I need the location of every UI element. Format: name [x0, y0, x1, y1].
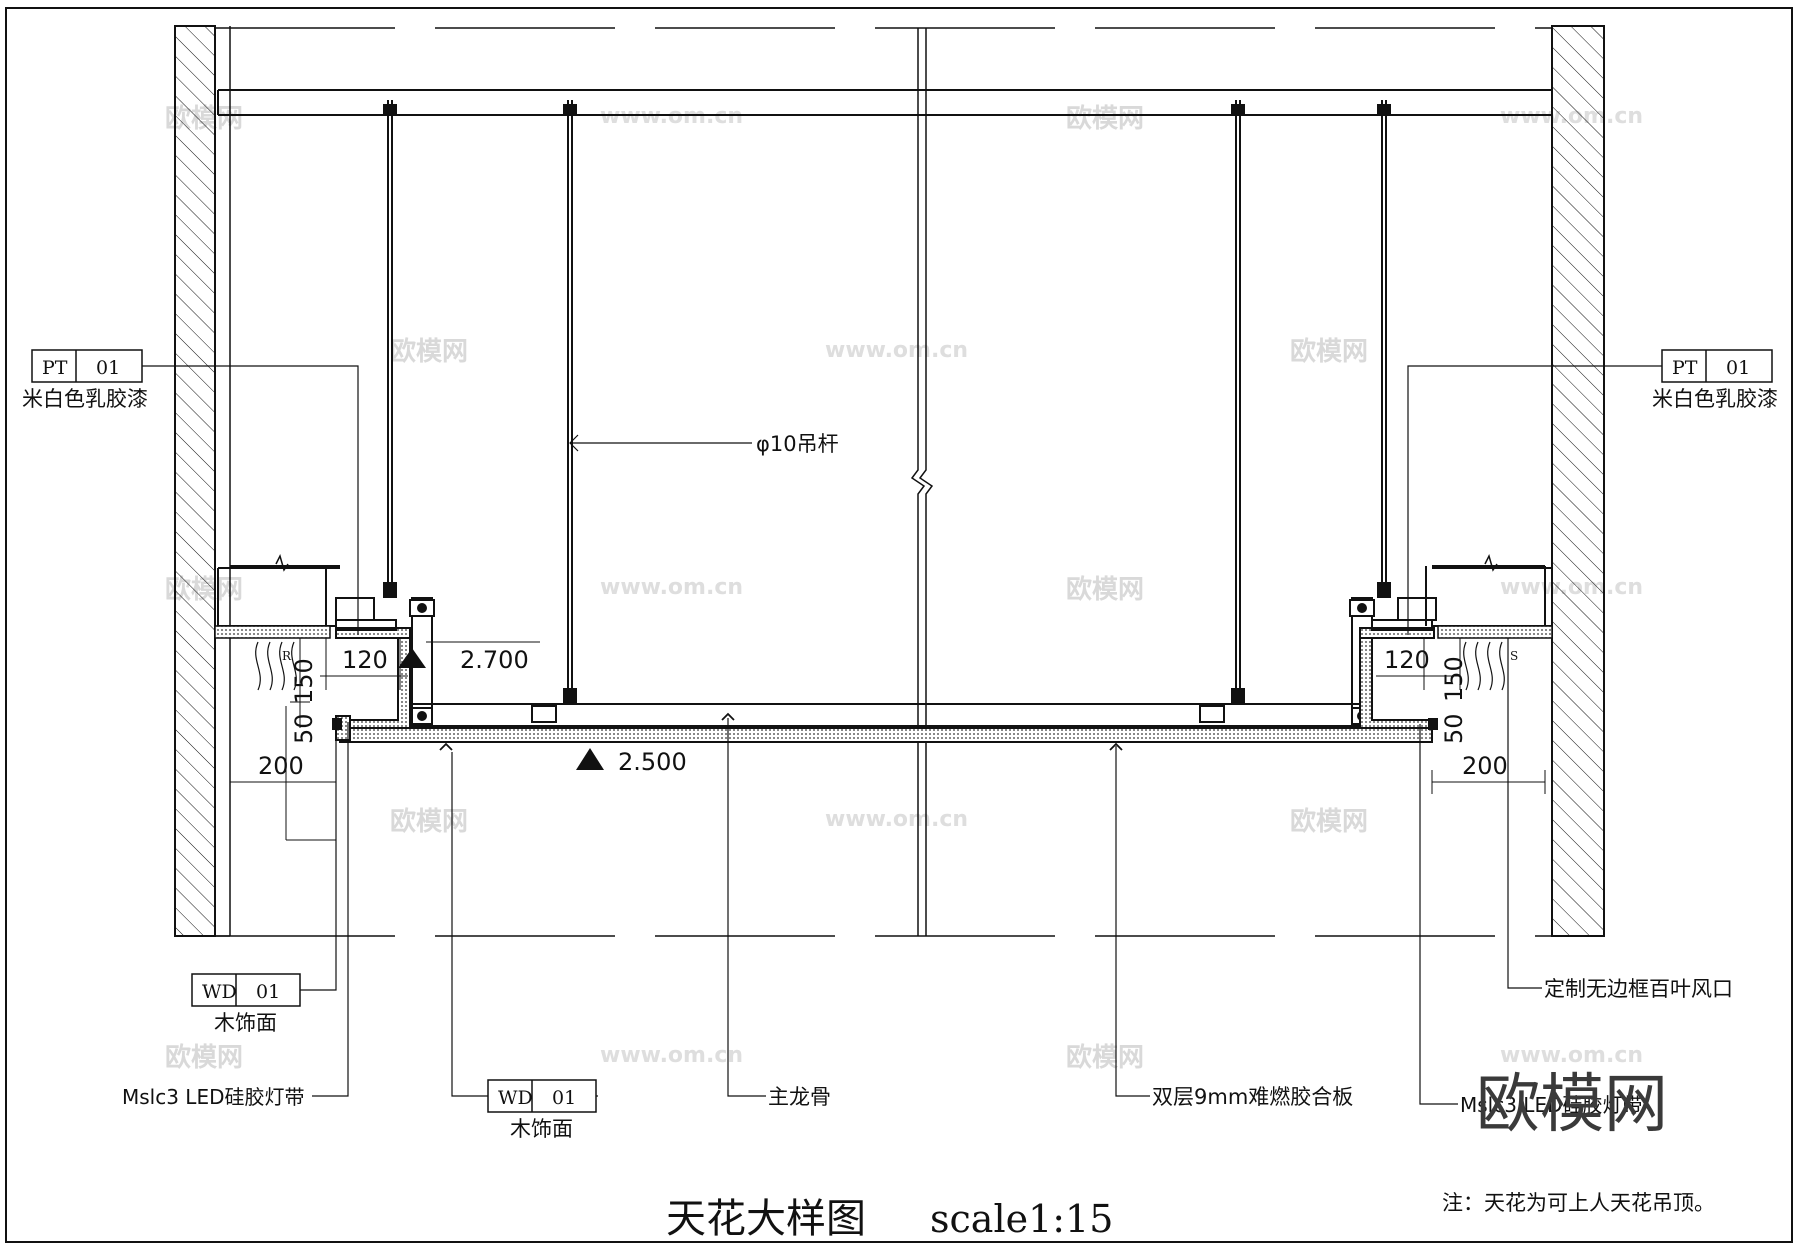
tag-code: PT — [42, 357, 68, 379]
dim-left-width: 200 — [258, 752, 304, 780]
break-line — [910, 28, 934, 936]
elevation-upper: 2.700 — [398, 641, 540, 674]
drawing-scale: scale1:15 — [930, 1197, 1113, 1241]
tag-num: 01 — [552, 1087, 576, 1109]
top-channel — [217, 89, 1552, 116]
watermark-url: www.om.cn — [600, 104, 743, 129]
tag-code: WD — [202, 981, 237, 1003]
watermark-url: www.om.cn — [825, 338, 968, 363]
watermark-url: www.om.cn — [1500, 1043, 1643, 1068]
ceiling-board — [335, 627, 1435, 743]
drawing-note: 注：天花为可上人天花吊顶。 — [1442, 1191, 1715, 1215]
watermark-brand: 欧模网 — [1290, 336, 1368, 367]
watermark-brand: 欧模网 — [390, 336, 468, 367]
dim-right-width: 200 — [1462, 752, 1508, 780]
tag-code: WD — [498, 1087, 533, 1109]
tag-num: 01 — [256, 981, 280, 1003]
watermark-url: www.om.cn — [600, 1043, 743, 1068]
elevation-upper-value: 2.700 — [460, 646, 529, 674]
tag-num: 01 — [96, 357, 120, 379]
duct-ends — [218, 553, 1498, 572]
left-wall — [174, 25, 231, 937]
board-marks — [439, 712, 1123, 751]
sheet-border — [5, 7, 1793, 1243]
rod-nuts — [383, 104, 1391, 704]
tag-wd-center: WD 01 木饰面 — [487, 1079, 597, 1141]
left-vent: R — [214, 625, 331, 691]
supply-mark: S — [1510, 649, 1518, 663]
watermark-brand: 欧模网 — [1066, 574, 1144, 605]
main-keel-frame — [409, 597, 1375, 727]
hanger-rods — [387, 100, 1387, 700]
tag-wd-left: WD 01 木饰面 — [191, 973, 301, 1035]
tag-desc: 木饰面 — [510, 1117, 573, 1141]
watermark-brand: 欧模网 — [165, 1042, 243, 1073]
tag-desc: 米白色乳胶漆 — [22, 387, 148, 411]
tag-desc: 米白色乳胶漆 — [1652, 387, 1778, 411]
label-led-right: Mslc3 LED硅胶灯带 — [1460, 1093, 1643, 1117]
elevation-lower-value: 2.500 — [618, 748, 687, 776]
dim-left-lip: 50 — [290, 713, 318, 744]
watermark-url: www.om.cn — [825, 807, 968, 832]
tag-pt-right: PT 01 米白色乳胶漆 — [1652, 349, 1778, 411]
elevation-lower: 2.500 — [576, 748, 687, 776]
dim-right-height: 150 — [1440, 656, 1468, 702]
watermark-url: www.om.cn — [600, 575, 743, 600]
slab-lines — [215, 27, 1552, 937]
label-main-keel: 主龙骨 — [768, 1085, 831, 1109]
dimensions-right — [1376, 638, 1546, 794]
tag-pt-left: PT 01 米白色乳胶漆 — [22, 349, 148, 411]
corner-logo-watermark: 欧模网 — [1476, 1068, 1668, 1142]
right-vent: S — [1437, 625, 1553, 691]
label-led-left: Mslc3 LED硅胶灯带 — [122, 1085, 305, 1109]
watermark-brand: 欧模网 — [390, 806, 468, 837]
drawing-title: 天花大样图 — [666, 1196, 866, 1242]
return-mark: R — [282, 649, 292, 663]
tag-num: 01 — [1726, 357, 1750, 379]
dimensions-left — [229, 638, 408, 841]
watermark-brand: 欧模网 — [1290, 806, 1368, 837]
tag-desc: 木饰面 — [214, 1011, 277, 1035]
led-strips — [332, 718, 1438, 730]
label-plywood: 双层9mm难燃胶合板 — [1152, 1085, 1353, 1109]
dim-right-lip: 50 — [1440, 713, 1468, 744]
dim-right-offset: 120 — [1384, 646, 1430, 674]
right-wall — [1551, 25, 1605, 937]
label-vent: 定制无边框百叶风口 — [1544, 977, 1733, 1001]
watermark-brand: 欧模网 — [1066, 1042, 1144, 1073]
label-hanger-rod: φ10吊杆 — [756, 432, 839, 456]
dim-left-offset: 120 — [342, 646, 388, 674]
dim-left-height: 150 — [290, 658, 318, 704]
tag-code: PT — [1672, 357, 1698, 379]
watermark-brand: 欧模网 — [1066, 103, 1144, 134]
